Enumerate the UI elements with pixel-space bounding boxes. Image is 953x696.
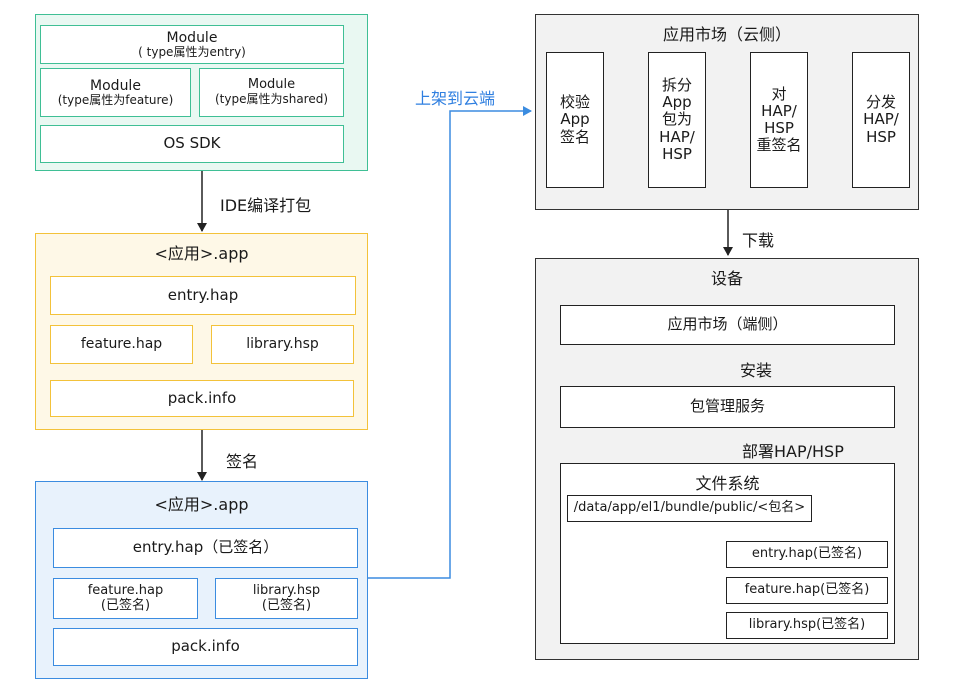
cloud-step-verify: 校验 App 签名 [546,52,604,188]
unsigned-entry-label: entry.hap [167,285,239,304]
module-feature-box: Module (type属性为feature) [40,68,191,117]
module-shared-box: Module (type属性为shared) [199,68,344,117]
app-unsigned-title: <应用>.app [154,244,249,263]
module-feature-type: (type属性为feature) [57,92,174,107]
module-entry-type: ( type属性为entry) [138,44,246,59]
unsigned-library-box: library.hsp [211,325,354,364]
cloud-step-distribute: 分发 HAP/ HSP [852,52,910,188]
bundle-path-box: /data/app/el1/bundle/public/<包名> [567,495,812,522]
deploy-label: 部署HAP/HSP [742,442,844,461]
file-entry-label: entry.hap(已签名) [751,546,863,562]
cloud-step-resign: 对 HAP/ HSP 重签名 [750,52,808,188]
cloud-step-distribute-label: 分发 HAP/ HSP [863,93,899,146]
signed-pack-label: pack.info [171,637,240,656]
signed-entry-box: entry.hap（已签名） [53,528,358,568]
module-entry-title: Module [166,29,218,46]
signed-pack-box: pack.info [53,628,358,666]
file-entry-box: entry.hap(已签名) [726,541,888,568]
app-signed-title: <应用>.app [154,495,249,514]
signed-feature-box: feature.hap (已签名) [53,578,198,619]
file-feature-label: feature.hap(已签名) [744,582,870,598]
signed-feature-status: (已签名) [100,597,151,613]
unsigned-entry-box: entry.hap [50,276,356,315]
unsigned-library-label: library.hsp [246,336,319,353]
device-title: 设备 [710,269,743,288]
signed-library-name: library.hsp [252,582,321,598]
module-shared-type: (type属性为shared) [214,92,329,107]
cloud-step-verify-label: 校验 App 签名 [559,93,590,146]
device-market-box: 应用市场（端侧） [560,305,895,345]
bundle-service-label: 包管理服务 [689,397,765,416]
module-feature-title: Module [90,77,141,94]
arrow-upload [368,106,532,579]
cloud-step-split: 拆分 App 包为 HAP/ HSP [648,52,706,188]
install-label: 安装 [740,361,773,380]
os-sdk-label: OS SDK [163,134,221,153]
file-feature-box: feature.hap(已签名) [726,577,888,604]
cloud-step-split-label: 拆分 App 包为 HAP/ HSP [659,75,695,163]
signed-library-status: (已签名) [261,597,312,613]
file-library-label: library.hsp(已签名) [748,617,866,633]
file-system-title: 文件系统 [695,474,760,493]
upload-label: 上架到云端 [415,89,496,108]
unsigned-feature-label: feature.hap [80,336,163,353]
compile-label: IDE编译打包 [220,196,312,215]
cloud-step-resign-label: 对 HAP/ HSP 重签名 [756,84,802,155]
bundle-path-label: /data/app/el1/bundle/public/<包名> [573,500,806,516]
module-entry-box: Module ( type属性为entry) [40,25,344,64]
cloud-market-title: 应用市场（云侧） [662,25,791,44]
signed-library-box: library.hsp (已签名) [215,578,358,619]
download-label: 下载 [742,231,775,250]
unsigned-feature-box: feature.hap [50,325,193,364]
module-shared-title: Module [247,77,296,93]
sign-label: 签名 [226,452,259,471]
bundle-service-box: 包管理服务 [560,386,895,428]
file-library-box: library.hsp(已签名) [726,612,888,639]
device-market-label: 应用市场（端侧） [667,315,788,334]
unsigned-pack-box: pack.info [50,380,354,417]
signed-feature-name: feature.hap [87,582,164,598]
os-sdk-box: OS SDK [40,125,344,163]
signed-entry-label: entry.hap（已签名） [132,538,279,557]
unsigned-pack-label: pack.info [167,388,237,407]
